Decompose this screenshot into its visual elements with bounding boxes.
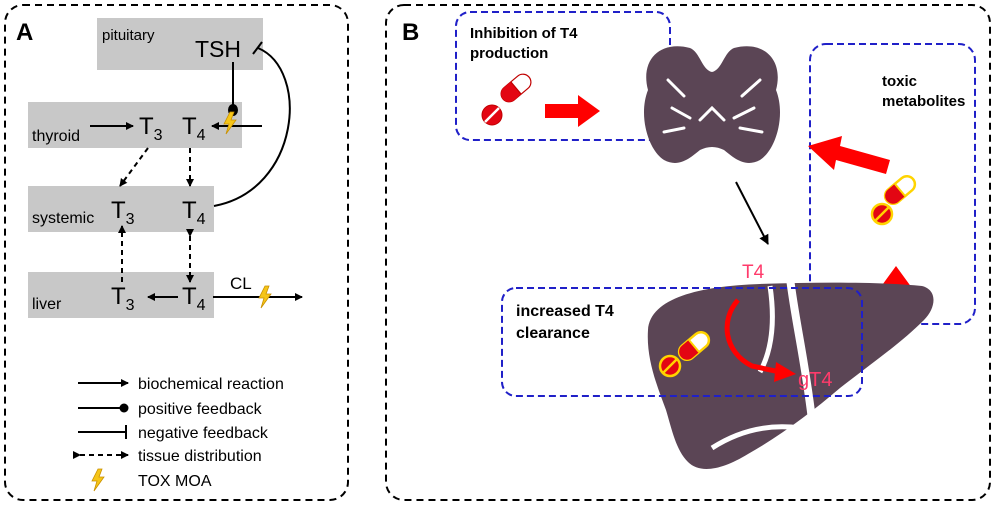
panel-a-frame [4, 4, 349, 501]
systemic-box [28, 186, 214, 232]
liver-tablet-icon [658, 354, 682, 378]
liver-tox-bolt-icon [258, 285, 272, 309]
t4-label: T4 [742, 262, 765, 283]
pituitary-label: pituitary [102, 27, 155, 44]
systemic-t3: T3 [111, 197, 135, 228]
panel-b-frame [385, 4, 991, 501]
toxic-text-line1: toxic [882, 73, 917, 90]
legend-tissue-label: tissue distribution [138, 448, 262, 465]
legend-biochemical-label: biochemical reaction [138, 376, 284, 393]
liver-t3: T3 [111, 283, 135, 314]
clearance-text-line2: clearance [516, 325, 590, 342]
inhibition-text-line2: production [470, 45, 548, 62]
thyroid-to-liver-arrow [735, 181, 769, 245]
inhibition-text-line1: Inhibition of T4 [470, 25, 578, 42]
inhibition-tablet-icon [480, 103, 504, 127]
inhibition-capsule-icon [497, 70, 535, 106]
negative-feedback-curve [213, 47, 291, 207]
toxic-text-line2: metabolites [882, 93, 965, 110]
clearance-label: CL [230, 274, 252, 293]
legend-tox-bolt-icon [91, 468, 105, 492]
liver-t4: T4 [182, 283, 206, 314]
tsh-label: TSH [195, 36, 241, 62]
liver-label: liver [32, 296, 62, 313]
conversion-curve-arrow [724, 298, 781, 375]
toxic-capsule-icon [883, 174, 917, 206]
toxic-tablet-icon [870, 202, 894, 226]
thyroid-label: thyroid [32, 128, 80, 145]
thyroid-box [28, 102, 242, 148]
inhibition-arrow [545, 95, 600, 127]
legend-tox-label: TOX MOA [138, 473, 212, 490]
toxic-to-thyroid-arrow [808, 136, 890, 174]
legend-negative-label: negative feedback [138, 425, 269, 442]
conversion-arrowhead [774, 362, 796, 382]
thyroid-t3-to-systemic [119, 147, 149, 187]
systemic-label: systemic [32, 210, 94, 227]
legend-positive-label: positive feedback [138, 401, 263, 418]
gt4-label: gT4 [798, 369, 832, 391]
thyroid-t3: T3 [139, 113, 163, 144]
clearance-box [501, 287, 863, 397]
clearance-text-line1: increased T4 [516, 303, 614, 320]
thyroid-t4: T4 [182, 113, 206, 144]
thyroid-gland-icon [643, 46, 781, 163]
liver-capsule-icon [677, 330, 711, 362]
legend-positive-dot [119, 403, 129, 413]
systemic-t4: T4 [182, 197, 206, 228]
pituitary-box [97, 18, 263, 70]
panel-b-label: B [402, 19, 419, 46]
panel-a-label: A [16, 19, 33, 46]
negative-feedback-bar [252, 41, 263, 55]
